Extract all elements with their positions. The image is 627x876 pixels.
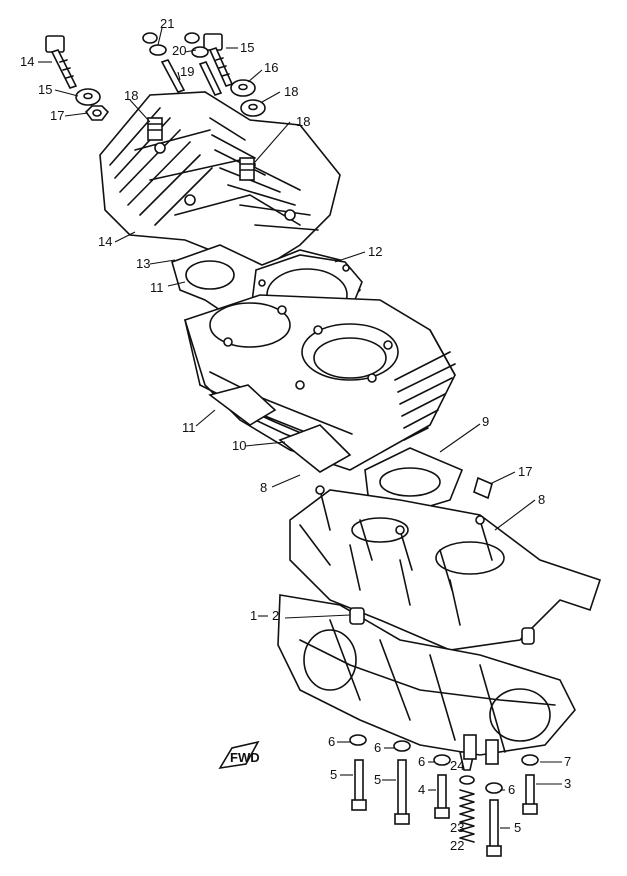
callout-5-a: 5 — [330, 767, 337, 782]
base-gasket-10 — [208, 384, 277, 426]
callout-3: 3 — [564, 776, 571, 791]
bolt-4 — [433, 754, 451, 819]
lower-crankcase — [277, 594, 576, 756]
callout-8-left: 8 — [260, 480, 267, 495]
callout-2: 2 — [272, 608, 279, 623]
callout-18-center: 18 — [296, 114, 310, 129]
front-direction-marker: FWD — [218, 740, 260, 770]
callout-21: 21 — [160, 16, 174, 31]
upper-crankcase — [289, 485, 602, 651]
callout-5-b: 5 — [374, 772, 381, 787]
callout-4: 4 — [418, 782, 425, 797]
dowel-pin-2 — [349, 607, 365, 625]
head-bolt-left — [45, 35, 78, 89]
bolt-5-center — [393, 740, 411, 825]
leader-lines — [38, 27, 562, 829]
bolt-3 — [521, 754, 539, 815]
callout-numbers: 14 15 17 18 21 20 19 15 16 18 18 14 13 1… — [20, 16, 571, 853]
washer-left-15 — [75, 88, 101, 106]
callout-19: 19 — [180, 64, 194, 79]
dowel-pin-right — [521, 627, 535, 645]
callout-11-left: 11 — [150, 280, 164, 295]
nut-right-16 — [240, 99, 266, 117]
cylinder-block — [184, 294, 456, 471]
callout-20: 20 — [172, 43, 186, 58]
base-gasket-9 — [278, 424, 352, 473]
cylinder-head — [99, 91, 341, 271]
callout-15-left: 15 — [38, 82, 52, 97]
callout-23: 23 — [450, 820, 464, 835]
callout-5-c: 5 — [514, 820, 521, 835]
callout-9: 10 — [232, 438, 246, 453]
callout-1: 1 — [250, 608, 257, 623]
front-marker-label: FWD — [230, 750, 260, 765]
callout-15-right: 16 — [264, 60, 278, 75]
callout-7: 8 — [538, 492, 545, 507]
callout-6-b: 6 — [374, 740, 381, 755]
callout-18-left: 18 — [124, 88, 138, 103]
breather-fitting-17 — [473, 476, 493, 500]
callout-6-e: 7 — [564, 754, 571, 769]
callout-6-a: 6 — [328, 734, 335, 749]
callout-12: 13 — [136, 256, 150, 271]
callout-17: 17 — [518, 464, 532, 479]
callout-11-right: 12 — [368, 244, 382, 259]
callout-13: 14 — [98, 234, 112, 249]
callout-6-c: 6 — [418, 754, 425, 769]
nut-left-16 — [84, 105, 110, 121]
callout-14-left: 14 — [20, 54, 34, 69]
callout-14-right: 15 — [240, 40, 254, 55]
washer-right-15 — [230, 79, 256, 97]
studs-lower — [463, 734, 499, 765]
stud-bolts-19-20-21 — [142, 32, 223, 96]
callout-6-d: 6 — [508, 782, 515, 797]
bolt-5-right — [485, 782, 503, 857]
bolt-5-left — [349, 734, 367, 811]
callout-10: 11 — [182, 420, 196, 435]
callout-18-right: 18 — [284, 84, 298, 99]
callout-24: 24 — [450, 758, 464, 773]
callout-16: 17 — [50, 108, 64, 123]
callout-8-right: 9 — [482, 414, 489, 429]
callout-22: 22 — [450, 838, 464, 853]
